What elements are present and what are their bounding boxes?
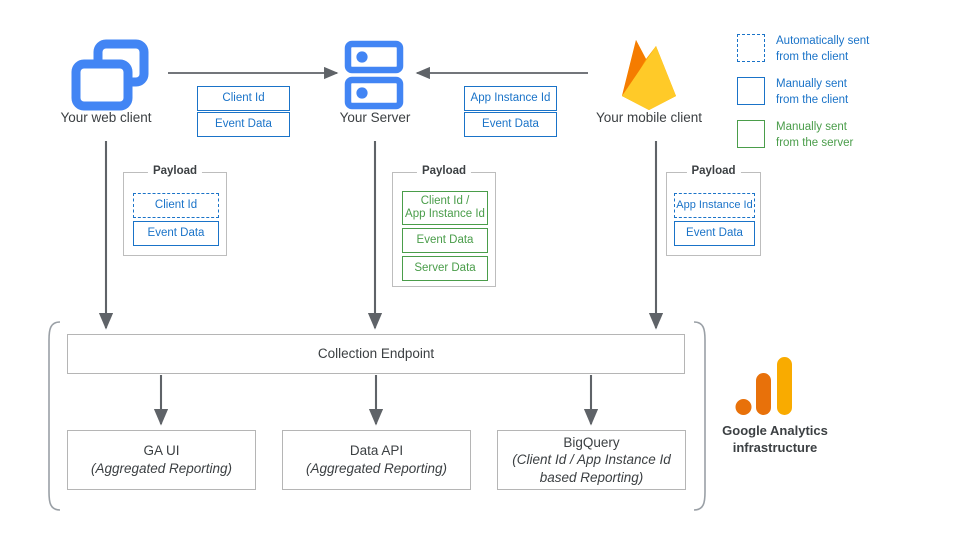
legend-manual-client-line2: from the client [776,93,849,106]
output-bigquery-subtitle-line2: based Reporting) [539,469,644,485]
node-web-client-label: Your web client [60,110,152,125]
payload-server-item-server-data: Server Data [402,256,488,281]
node-web-client [60,36,152,114]
transfer-chip-event-data-web: Event Data [197,112,290,137]
legend-text-manual-client: Manually sent from the client [776,77,848,108]
payload-server: Payload Client Id / App Instance Id Even… [392,165,496,287]
payload-web-item-client-id: Client Id [133,193,219,218]
server-racks-icon [344,40,404,110]
legend-item-manual-server: Manually sent from the server [737,120,952,151]
payload-web-item-event-data: Event Data [133,221,219,246]
output-box-ga-ui[interactable]: GA UI (Aggregated Reporting) [67,430,256,490]
collection-endpoint-box[interactable]: Collection Endpoint [67,334,685,374]
output-bigquery-subtitle: (Client Id / App Instance Id [512,452,671,468]
payload-server-item-ids: Client Id / App Instance Id [402,191,488,225]
ga-caption-line1: Google Analytics [722,423,828,438]
payload-server-item-ids-line2: App Instance Id [405,208,485,220]
legend-auto-client-line2: from the client [776,50,849,63]
output-ga-ui-title: GA UI [143,443,180,459]
output-box-bigquery[interactable]: BigQuery (Client Id / App Instance Id ba… [497,430,686,490]
infrastructure-bracket-left [48,321,61,511]
node-mobile-client-label: Your mobile client [595,110,703,125]
output-bigquery-title: BigQuery [563,434,620,450]
legend-swatch-solid-blue [737,77,765,106]
transfer-chip-client-id: Client Id [197,86,290,111]
payload-mobile-title: Payload [686,165,741,177]
legend-swatch-dashed-blue [737,34,765,62]
payload-server-item-ids-line1: Client Id / [420,194,470,207]
browser-windows-icon [71,39,149,111]
payload-web-title: Payload [147,165,203,177]
legend-auto-client-line1: Automatically sent [776,35,870,47]
output-data-api-subtitle: (Aggregated Reporting) [305,461,448,476]
legend-item-manual-client: Manually sent from the client [737,77,952,108]
google-analytics-bars-icon [735,357,792,415]
node-mobile-client [612,34,686,114]
google-analytics-logo [735,355,815,417]
infrastructure-bracket-right [693,321,706,511]
legend-manual-server-line2: from the server [776,136,854,149]
payload-mobile: Payload App Instance Id Event Data [666,165,761,256]
payload-mobile-item-event-data: Event Data [674,221,755,246]
collection-endpoint-label: Collection Endpoint [317,346,435,362]
payload-web: Payload Client Id Event Data [123,165,227,256]
google-analytics-caption: Google Analytics infrastructure [690,423,860,457]
legend-text-manual-server: Manually sent from the server [776,120,853,151]
legend-manual-server-line1: Manually sent [776,121,847,134]
ga-caption-line2: infrastructure [732,439,818,455]
node-server-label: Your Server [339,110,411,125]
output-data-api-title: Data API [349,443,404,459]
transfer-chip-event-data-mobile: Event Data [464,112,557,137]
legend-text-auto-client: Automatically sent from the client [776,34,869,65]
legend-swatch-solid-green [737,120,765,149]
node-server [340,38,412,112]
transfer-chip-app-instance-id: App Instance Id [464,86,557,111]
payload-server-title: Payload [416,165,472,177]
payload-server-item-event-data: Event Data [402,228,488,253]
output-box-data-api[interactable]: Data API (Aggregated Reporting) [282,430,471,490]
legend-item-auto-client: Automatically sent from the client [737,34,952,65]
legend: Automatically sent from the client Manua… [737,34,952,151]
output-ga-ui-subtitle: (Aggregated Reporting) [90,461,233,476]
firebase-flame-icon [622,40,676,110]
legend-manual-client-line1: Manually sent [776,78,847,91]
payload-mobile-item-app-instance-id: App Instance Id [674,193,755,218]
